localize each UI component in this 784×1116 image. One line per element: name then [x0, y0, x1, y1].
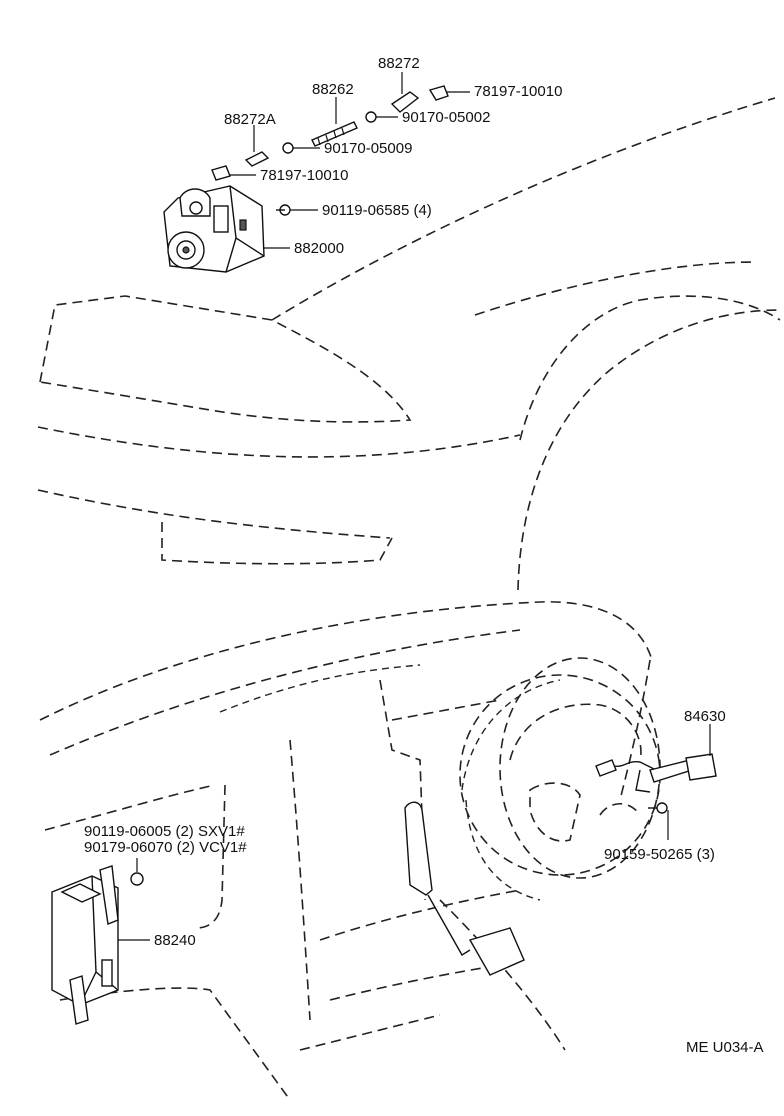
tube-88272-icon	[390, 91, 420, 113]
label-88240: 88240	[154, 932, 196, 949]
nut-05002-icon	[365, 111, 377, 123]
label-90119-06585: 90119-06585 (4)	[322, 202, 432, 219]
label-88272A: 88272A	[224, 111, 276, 128]
lower-leader-lines	[118, 724, 711, 941]
car-body-outline	[37, 97, 781, 591]
clip-mid-icon	[211, 165, 231, 181]
label-90119-06005: 90119-06005 (2) SXV1#	[84, 823, 245, 840]
label-90170-05002: 90170-05002	[402, 109, 490, 126]
label-90179-06070: 90179-06070 (2) VCV1#	[84, 839, 247, 856]
ecu-88240-icon	[51, 865, 119, 1025]
rod-88262-icon	[311, 121, 358, 147]
steering-wheel	[459, 657, 661, 901]
interior-outline	[39, 601, 653, 1101]
label-90159-50265: 90159-50265 (3)	[604, 846, 715, 863]
cruise-switch-icon	[595, 753, 717, 793]
label-88262: 88262	[312, 81, 354, 98]
label-90170-05009: 90170-05009	[324, 140, 412, 157]
bolt-06585-icon	[276, 204, 291, 216]
screw-50265-icon	[648, 802, 668, 814]
label-78197-mid: 78197-10010	[260, 167, 348, 184]
tube-88272A-icon	[244, 151, 270, 167]
diagram-code: ME U034-A	[686, 1039, 764, 1056]
actuator-icon	[163, 185, 265, 273]
label-882000: 882000	[294, 240, 344, 257]
label-84630: 84630	[684, 708, 726, 725]
nut-05009-icon	[282, 142, 294, 154]
label-78197-top: 78197-10010	[474, 83, 562, 100]
nut-06005-icon	[130, 872, 144, 886]
part-labels: 88272 78197-10010 88262 90170-05002 8827…	[84, 55, 764, 1056]
upper-leader-lines	[230, 72, 470, 249]
actuator-assembly	[163, 85, 449, 273]
clip-top-icon	[428, 85, 449, 101]
label-88272: 88272	[378, 55, 420, 72]
